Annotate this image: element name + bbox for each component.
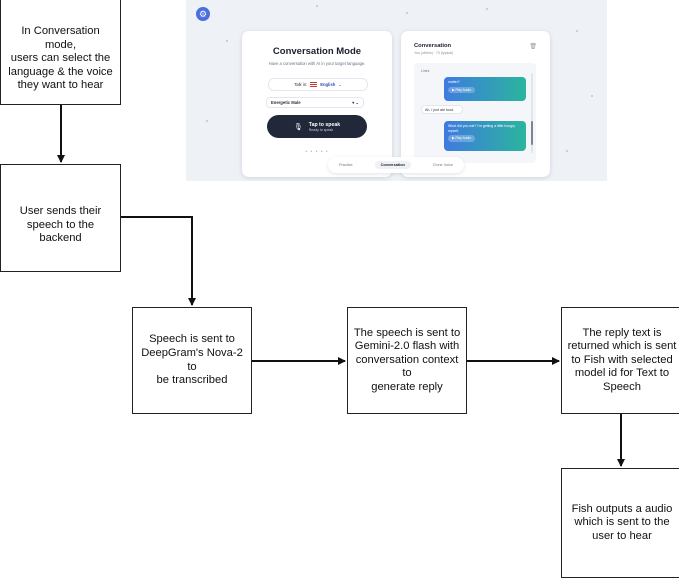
gear-icon[interactable]: ⚙	[196, 7, 210, 21]
language-selector[interactable]: Talk in: English ⌄	[268, 78, 368, 91]
ai-message-bubble: What did you eat? I'm getting a little h…	[444, 121, 526, 151]
voice-value: Energetic Male	[271, 100, 301, 105]
tab-clone-voice[interactable]: Clone Voice	[432, 163, 454, 167]
ai-message-text: matter?	[448, 80, 460, 84]
flow-box-fish-audio-output: Fish outputs a audio which is sent to th…	[561, 468, 679, 578]
chevron-down-icon: ▾ ⌄	[352, 100, 359, 105]
talk-in-label: Talk in:	[294, 82, 308, 87]
flow-box-text: The speech is sent to Gemini-2.0 flash w…	[353, 326, 461, 393]
flow-box-text: Speech is sent to DeepGram's Nova-2 to b…	[141, 333, 243, 387]
conversation-mode-subtitle: Have a conversation with AI in your targ…	[268, 61, 366, 66]
tap-to-speak-label: Tap to speak	[308, 121, 341, 128]
tab-practice[interactable]: Practice	[338, 163, 353, 167]
trash-icon[interactable]: 🗑	[529, 44, 537, 50]
chat-label: Lines	[421, 69, 430, 73]
scrollbar-track[interactable]	[531, 73, 533, 153]
conversation-mode-card: Conversation Mode Have a conversation wi…	[242, 31, 392, 177]
conversation-mode-title: Conversation Mode	[272, 46, 362, 57]
flow-box-text: The reply text is returned which is sent…	[567, 326, 677, 393]
flow-box-text: In Conversation mode, users can select t…	[8, 25, 113, 92]
language-value: English	[320, 82, 336, 87]
flow-box-select-language-voice: In Conversation mode, users can select t…	[0, 0, 121, 105]
ai-message-bubble: matter? ▶ Play Audio	[444, 77, 526, 101]
page-dots: • • • • •	[305, 149, 329, 155]
chat-area[interactable]: Lines matter? ▶ Play Audio Ah, I just at…	[414, 63, 536, 163]
flow-box-text: Fish outputs a audio which is sent to th…	[571, 502, 673, 542]
voice-selector[interactable]: Energetic Male ▾ ⌄	[266, 97, 364, 108]
tap-to-speak-button[interactable]: 🎙 Tap to speak Ready to speak	[267, 115, 367, 138]
chevron-down-icon: ⌄	[338, 82, 342, 87]
conversation-title: Conversation	[414, 43, 452, 49]
conversation-panel: Conversation You (others) · 70 (typical)…	[401, 31, 550, 177]
arrow-2-to-3	[121, 216, 196, 306]
us-flag-icon	[310, 82, 318, 87]
scrollbar-thumb[interactable]	[531, 121, 533, 145]
tab-conversation[interactable]: Conversation	[374, 161, 411, 169]
mode-tabs: Practice Conversation Clone Voice	[328, 157, 464, 173]
conversation-subtitle: You (others) · 70 (typical)	[414, 51, 454, 55]
flow-box-gemini-reply: The speech is sent to Gemini-2.0 flash w…	[347, 307, 467, 414]
play-audio-button[interactable]: ▶ Play Audio	[448, 86, 476, 93]
ready-status: Ready to speak	[308, 127, 334, 132]
flow-box-user-sends-speech: User sends their speech to the backend	[0, 164, 121, 272]
ai-message-text: What did you eat? I'm getting a little h…	[448, 124, 516, 133]
conversation-mode-screenshot: ⚙ Conversation Mode Have a conversation …	[186, 0, 607, 181]
flow-box-text: User sends their speech to the backend	[19, 205, 102, 245]
flow-box-deepgram-transcribe: Speech is sent to DeepGram's Nova-2 to b…	[132, 307, 252, 414]
microphone-icon: 🎙	[293, 123, 303, 131]
user-message-bubble: Ah, I just ate food.	[421, 105, 463, 114]
flow-box-fish-tts: The reply text is returned which is sent…	[561, 307, 679, 414]
play-audio-button[interactable]: ▶ Play Audio	[448, 135, 476, 142]
